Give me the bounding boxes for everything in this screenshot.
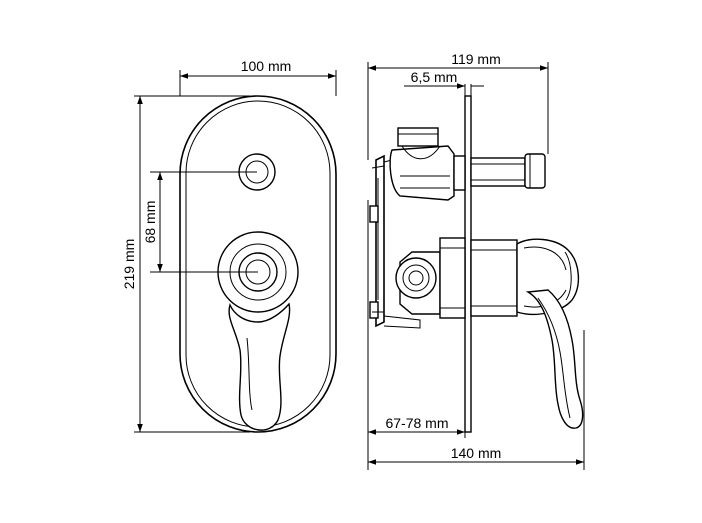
front-view: 100 mm 219 mm 68 mm — [121, 58, 337, 433]
side-cover-plate — [464, 95, 472, 433]
diverter-body — [389, 127, 546, 201]
mixer-lever — [228, 302, 291, 431]
front-height-label: 219 mm — [121, 239, 137, 290]
side-top-depth-label: 119 mm — [451, 51, 501, 67]
side-view: 119 mm 6,5 mm 67-78 mm 140 mm — [367, 51, 585, 470]
mixer-body — [395, 237, 518, 319]
side-lever — [516, 238, 584, 429]
total-depth-label: 140 mm — [451, 445, 502, 461]
install-depth-label: 67-78 mm — [385, 415, 448, 431]
front-width-label: 100 mm — [241, 58, 292, 74]
front-cover-plate — [179, 95, 337, 433]
install-frame — [375, 154, 385, 328]
plate-thickness-label: 6,5 mm — [411, 69, 458, 85]
mixer-lever-highlight — [246, 337, 253, 411]
control-spacing-label: 68 mm — [142, 201, 158, 244]
